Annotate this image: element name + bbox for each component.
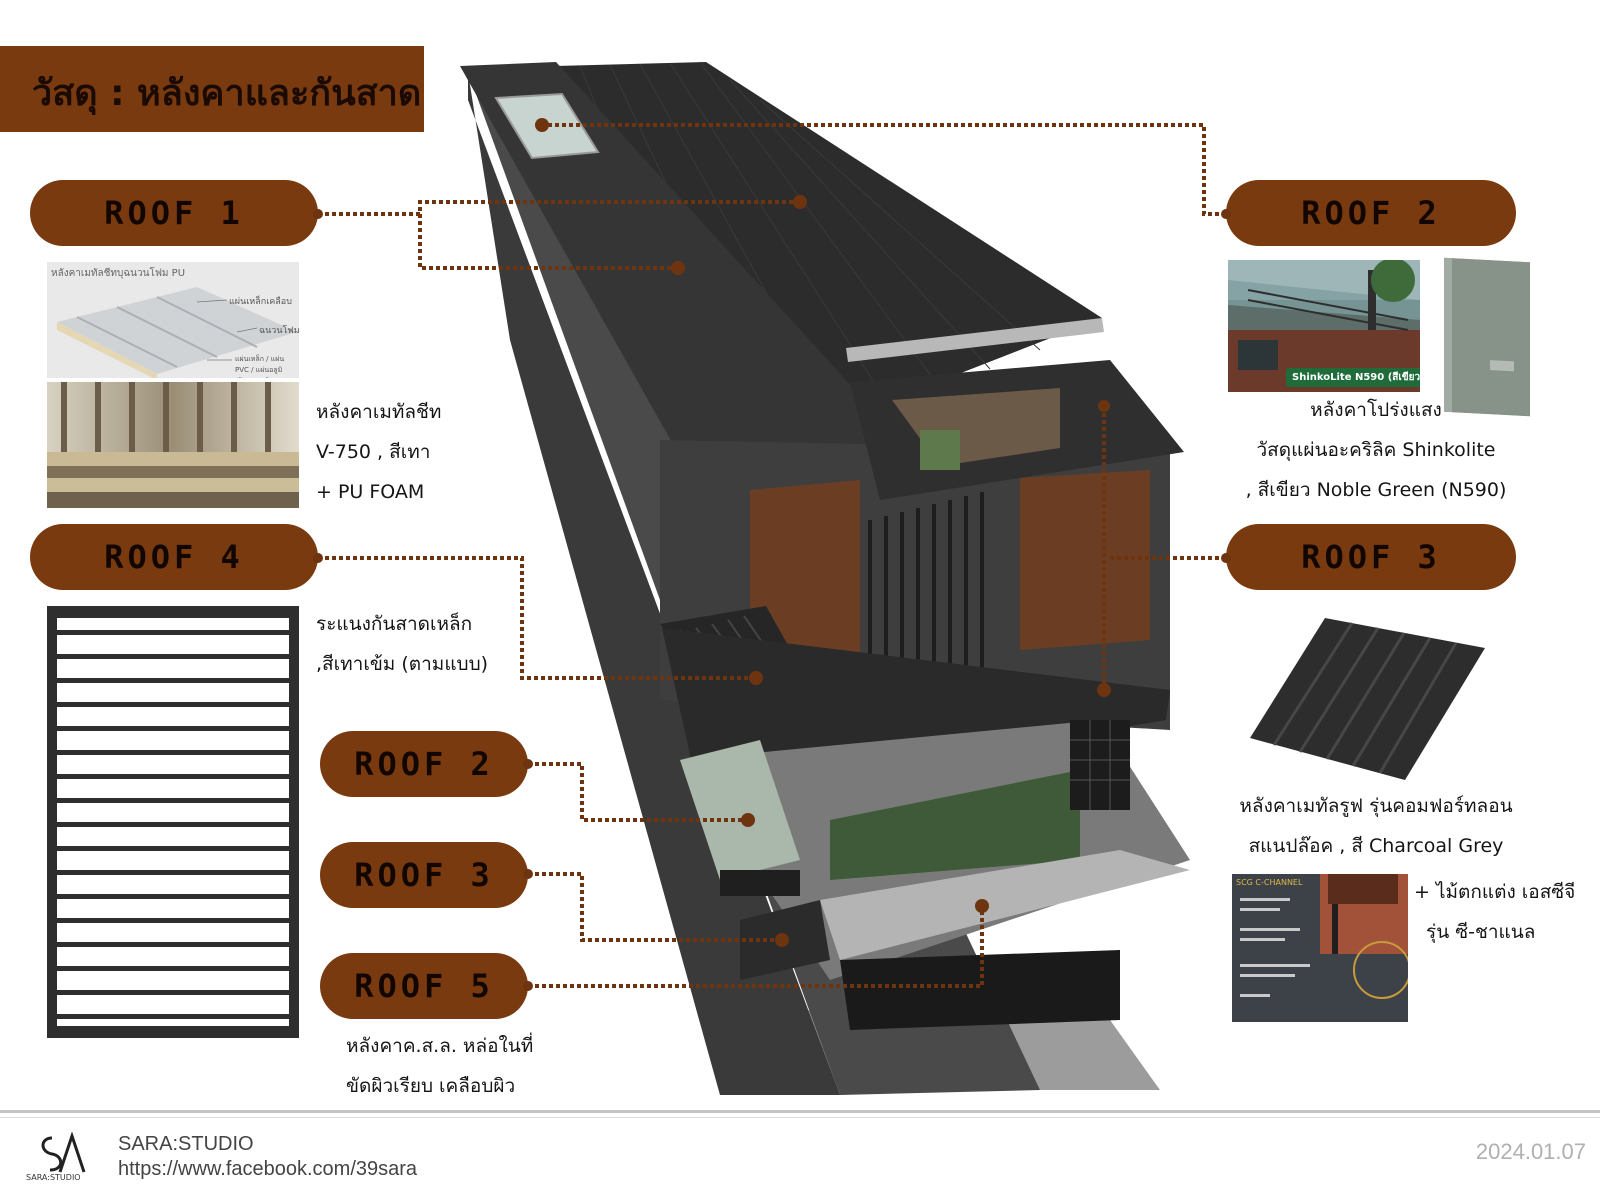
shinkolite-canopy-photo: ShinkoLite N590 (สีเขียว) xyxy=(1228,260,1420,392)
roof2-description: หลังคาโปร่งแสง วัสดุแผ่นอะคริลิค Shinkol… xyxy=(1245,399,1507,501)
footer-date: 2024.01.07 xyxy=(1475,1139,1586,1164)
metal-sheet-stack-photo xyxy=(47,382,299,508)
roof2-label-right: ROOF 2 xyxy=(1226,180,1516,246)
footer-divider-thin xyxy=(0,1117,1600,1118)
roof4-description: ระแนงกันสาดเหล็ก ,สีเทาเข้ม (ตามแบบ) xyxy=(316,613,489,675)
scg-c-channel-brochure: SCG C-CHANNEL xyxy=(1232,874,1408,1022)
roof1-label-left: ROOF 1 xyxy=(30,180,318,246)
pu-foam-sheet-diagram: หลังคาเมทัลชีทบุฉนวนโฟม PU แผ่นเหล็กเคลื… xyxy=(47,262,299,378)
sara-studio-logo-icon xyxy=(41,1132,86,1173)
steel-louver-sample xyxy=(47,606,299,1038)
studio-url[interactable]: https://www.facebook.com/39sara xyxy=(118,1158,418,1180)
roof1-description: หลังคาเมทัลชีท V-750 , สีเทา + PU FOAM xyxy=(316,401,442,503)
logo-wordmark: SARA:STUDIO xyxy=(26,1173,81,1182)
acrylic-sheet-sample xyxy=(1444,257,1530,417)
shinkolite-product-tag: ShinkoLite N590 (สีเขียว) xyxy=(1286,368,1420,387)
roof3-label-right: ROOF 3 xyxy=(1226,524,1516,590)
title-banner: วัสดุ : หลังคาและกันสาด xyxy=(0,46,424,132)
page-title: วัสดุ : หลังคาและกันสาด xyxy=(32,73,422,114)
footer-brand: SARA:STUDIO https://www.facebook.com/39s… xyxy=(118,1132,417,1182)
roof3-addon-description: + ไม้ตกแต่ง เอสซีจี รุ่น ซี-ชาแนล xyxy=(1414,881,1576,943)
roof5-description: หลังคาค.ส.ล. หล่อในที่ ขัดผิวเรียบ เคลือ… xyxy=(346,1035,534,1097)
roof3-label-center: ROOF 3 xyxy=(320,842,528,908)
footer-divider xyxy=(0,1110,1600,1113)
studio-name: SARA:STUDIO xyxy=(118,1133,254,1155)
roof3-description: หลังคาเมทัลรูฟ รุ่นคอมฟอร์ทลอน สแนปล๊อค … xyxy=(1239,795,1513,857)
roof4-label-left: ROOF 4 xyxy=(30,524,318,590)
roof2-label-center: ROOF 2 xyxy=(320,731,528,797)
roof5-label-center: ROOF 5 xyxy=(320,953,528,1019)
